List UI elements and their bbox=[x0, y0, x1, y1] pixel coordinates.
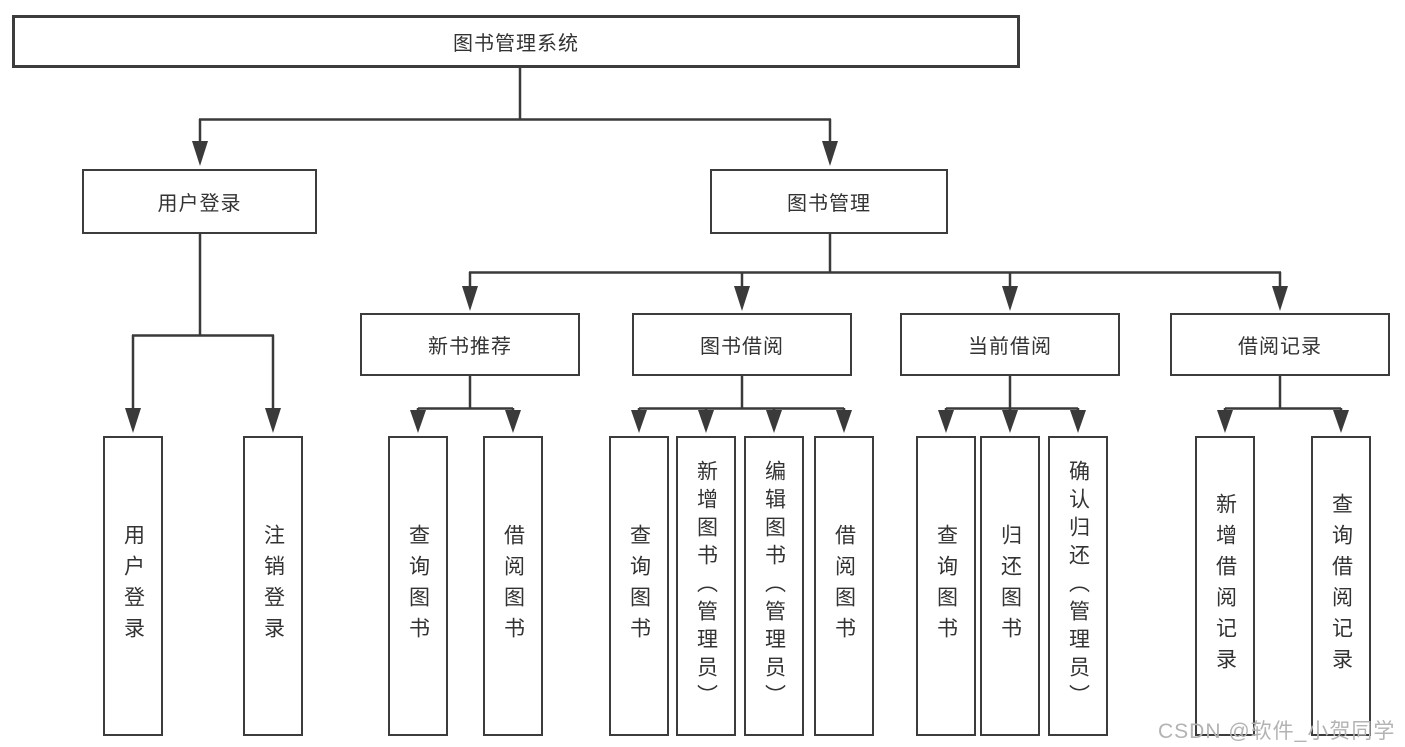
section-book-borrow: 图书借阅 bbox=[632, 313, 852, 376]
node-label: 图书管理 bbox=[787, 193, 871, 215]
leaf-record-add: 新增借阅记录 bbox=[1195, 436, 1255, 736]
node-label: 借阅图书 bbox=[832, 524, 856, 648]
section-new-book-recommend: 新书推荐 bbox=[360, 313, 580, 376]
leaf-borrow-add-admin: 新增图书（管理员） bbox=[676, 436, 736, 736]
leaf-record-query: 查询借阅记录 bbox=[1311, 436, 1371, 736]
leaf-borrow-query: 查询图书 bbox=[609, 436, 669, 736]
node-label: 查询图书 bbox=[934, 524, 958, 648]
leaf-borrow-borrow: 借阅图书 bbox=[814, 436, 874, 736]
section-current-borrow: 当前借阅 bbox=[900, 313, 1120, 376]
node-label: 确认归还（管理员） bbox=[1066, 460, 1090, 712]
branch-book-management: 图书管理 bbox=[710, 169, 948, 234]
root-node: 图书管理系统 bbox=[12, 15, 1020, 68]
arrowheads bbox=[125, 141, 1349, 433]
node-label: 图书管理系统 bbox=[453, 33, 579, 55]
leaf-newbook-borrow: 借阅图书 bbox=[483, 436, 543, 736]
node-label: 用户登录 bbox=[121, 524, 145, 648]
node-label: 新增借阅记录 bbox=[1213, 493, 1237, 679]
node-label: 借阅图书 bbox=[501, 524, 525, 648]
branch-user-login: 用户登录 bbox=[82, 169, 317, 234]
node-label: 查询借阅记录 bbox=[1329, 493, 1353, 679]
leaf-logout: 注销登录 bbox=[243, 436, 303, 736]
node-label: 图书借阅 bbox=[700, 336, 784, 358]
leaf-current-return: 归还图书 bbox=[980, 436, 1040, 736]
leaf-borrow-edit-admin: 编辑图书（管理员） bbox=[744, 436, 804, 736]
node-label: 查询图书 bbox=[627, 524, 651, 648]
leaf-user-login: 用户登录 bbox=[103, 436, 163, 736]
node-label: 新增图书（管理员） bbox=[694, 460, 718, 712]
node-label: 注销登录 bbox=[261, 524, 285, 648]
node-label: 归还图书 bbox=[998, 524, 1022, 648]
leaf-current-query: 查询图书 bbox=[916, 436, 976, 736]
node-label: 新书推荐 bbox=[428, 336, 512, 358]
csdn-watermark: CSDN @软件_小贺同学 bbox=[1158, 720, 1396, 743]
node-label: 用户登录 bbox=[157, 193, 242, 215]
section-borrow-records: 借阅记录 bbox=[1170, 313, 1390, 376]
node-label: 查询图书 bbox=[406, 524, 430, 648]
leaf-newbook-query: 查询图书 bbox=[388, 436, 448, 736]
node-label: 借阅记录 bbox=[1238, 336, 1322, 358]
node-label: 编辑图书（管理员） bbox=[762, 460, 786, 712]
node-label: 当前借阅 bbox=[968, 336, 1052, 358]
leaf-current-confirm-admin: 确认归还（管理员） bbox=[1048, 436, 1108, 736]
